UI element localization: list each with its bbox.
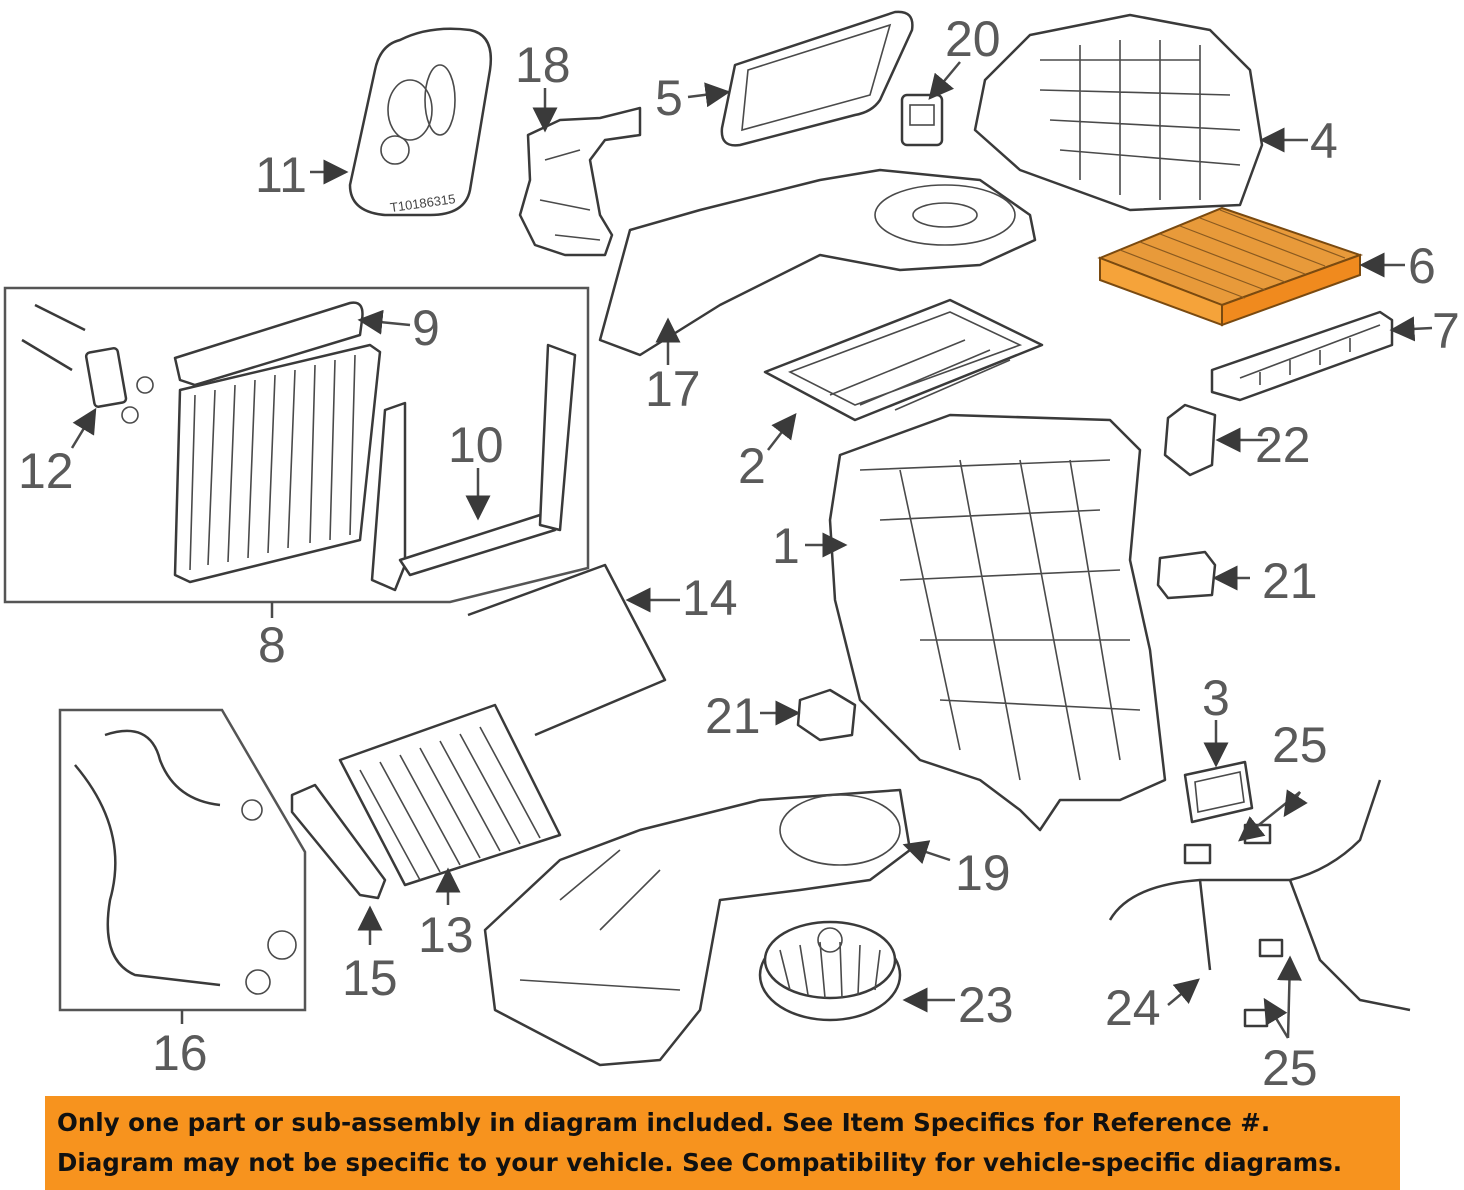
part-19-lower-case [483, 788, 912, 1067]
disclaimer-line-1: Only one part or sub-assembly in diagram… [57, 1108, 1271, 1137]
callout-20: 20 [945, 11, 1001, 67]
part-10-seal-frame [370, 343, 577, 592]
part-5-gasket [720, 10, 914, 147]
part-6-cabin-filter [1097, 206, 1364, 327]
callout-24: 24 [1105, 980, 1161, 1036]
part-21-actuator-lower [796, 688, 857, 742]
evaporator-group-box [3, 286, 590, 604]
callout-23: 23 [958, 977, 1014, 1033]
callout-1: 1 [772, 518, 800, 574]
callout-17: 17 [645, 361, 701, 417]
parts-diagram: T10186315 [3, 10, 1460, 1095]
callout-labels: 11 18 5 20 4 6 7 9 12 10 17 2 22 1 21 8 … [18, 11, 1460, 1095]
part-12-expansion-valve [21, 303, 154, 424]
part-15-bracket [290, 783, 387, 900]
callout-25-upper: 25 [1272, 717, 1328, 773]
part-3-gasket [1183, 760, 1254, 824]
callout-21-upper: 21 [1262, 553, 1318, 609]
part-18-duct [518, 106, 642, 257]
part-14-seal [467, 563, 667, 737]
callout-7: 7 [1432, 303, 1460, 359]
part-evaporator-core [173, 343, 382, 584]
callout-21-lower: 21 [705, 688, 761, 744]
part-24-wiring-harness [1108, 779, 1411, 1028]
callout-15: 15 [342, 950, 398, 1006]
part-22-actuator [1163, 403, 1217, 477]
callout-6: 6 [1408, 238, 1436, 294]
leader-lines [70, 61, 1433, 1039]
part-20-actuator [900, 93, 944, 147]
callout-3: 3 [1202, 670, 1230, 726]
callout-8: 8 [258, 617, 286, 673]
part-1-hvac-case [828, 413, 1167, 832]
part-7-filter-door [1210, 310, 1394, 402]
part-13-heater-core [338, 703, 562, 887]
callout-19: 19 [955, 845, 1011, 901]
callout-25-lower: 25 [1262, 1040, 1318, 1095]
callout-9: 9 [412, 300, 440, 356]
disclaimer-line-2: Diagram may not be specific to your vehi… [57, 1148, 1343, 1177]
part-11-seal: T10186315 [348, 27, 493, 217]
callout-11: 11 [255, 147, 307, 203]
part-17-case-upper [598, 168, 1037, 357]
callout-16: 16 [152, 1025, 208, 1081]
disclaimer-banner: Only one part or sub-assembly in diagram… [45, 1096, 1400, 1190]
callout-18: 18 [515, 37, 571, 93]
callout-12: 12 [18, 443, 74, 499]
callout-14: 14 [682, 570, 738, 626]
part-21-actuator-upper [1156, 550, 1217, 600]
callout-4: 4 [1310, 113, 1338, 169]
callout-13: 13 [418, 907, 474, 963]
part-16-hoses [74, 729, 297, 995]
part-4-housing [973, 13, 1264, 212]
callout-10: 10 [448, 417, 504, 473]
callout-22: 22 [1255, 417, 1311, 473]
heater-hose-group-box [58, 708, 307, 1012]
part-23-blower-motor [758, 920, 902, 1022]
callout-2: 2 [738, 438, 766, 494]
callout-5: 5 [655, 70, 683, 126]
part-2-upper-seal [763, 298, 1044, 422]
